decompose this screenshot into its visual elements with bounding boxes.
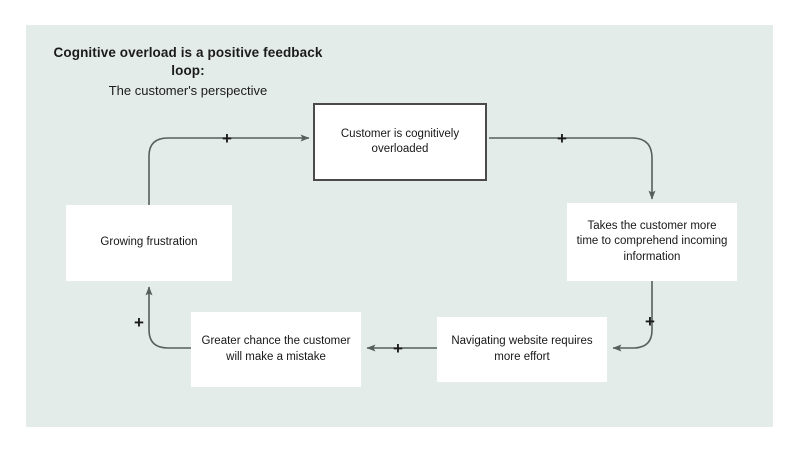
node-label: Growing frustration: [100, 236, 198, 249]
node-growing-frustration[interactable]: Growing frustration: [66, 205, 232, 281]
node-mistake-chance[interactable]: Greater chance the customer will make a …: [191, 312, 361, 387]
diagram-subtitle: The customer's perspective: [108, 83, 268, 98]
node-comprehend-time[interactable]: Takes the customer more time to comprehe…: [567, 203, 737, 281]
node-label: Customer is cognitively overloaded: [340, 127, 460, 156]
node-customer-overloaded[interactable]: Customer is cognitively overloaded: [313, 103, 487, 181]
polarity-plus-mistake-to-frustration: +: [134, 313, 144, 332]
polarity-plus-overloaded-to-comprehend: +: [557, 129, 567, 148]
node-navigating-effort[interactable]: Navigating website requires more effort: [437, 317, 607, 382]
node-label: Navigating website requires more effort: [451, 335, 593, 363]
diagram-title: Cognitive overload is a positive feedbac…: [53, 45, 323, 78]
polarity-plus-navigating-to-mistake: +: [393, 339, 403, 358]
polarity-plus-comprehend-to-navigating: +: [645, 312, 655, 331]
polarity-plus-frustration-to-overloaded: +: [222, 129, 232, 148]
diagram-heading: Cognitive overload is a positive feedbac…: [48, 44, 328, 100]
node-label: Takes the customer more time to comprehe…: [576, 219, 728, 263]
node-label: Greater chance the customer will make a …: [201, 335, 351, 363]
